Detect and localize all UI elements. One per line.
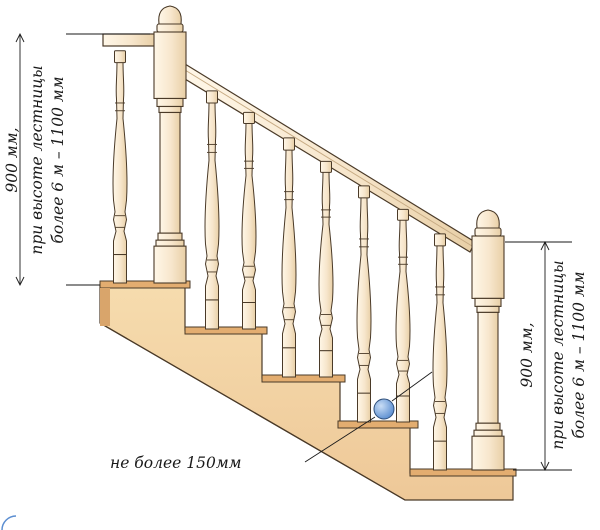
gap-leader-line-2 (391, 371, 433, 402)
stair-tread (184, 326, 268, 335)
right-label-line1: 900 мм, (518, 322, 536, 387)
arrow-down-icon (540, 461, 550, 472)
left-height-dimension: 900 мм, при высоте лестницы более 6 м – … (3, 32, 150, 287)
baluster (112, 50, 128, 284)
stair-tread (99, 280, 191, 289)
staircase (99, 280, 517, 501)
baluster (356, 185, 372, 423)
arrow-down-icon (15, 276, 25, 287)
right-label-line2: при высоте лестницы (549, 260, 567, 449)
baluster (241, 111, 257, 330)
newel-posts (153, 5, 505, 471)
baluster (432, 233, 448, 471)
stair-tread (409, 468, 517, 477)
gap-leader-line (304, 416, 376, 463)
handrail-highlight (184, 69, 473, 247)
balusters (112, 50, 448, 471)
stair-stringer-edge (99, 322, 406, 501)
gap-label: не более 150мм (110, 454, 242, 472)
arrow-up-icon (540, 240, 550, 251)
baluster (395, 208, 411, 423)
right-label-line3: более 6 м – 1100 мм (570, 271, 588, 438)
gap-test-ball (373, 398, 395, 420)
baluster (204, 90, 220, 330)
left-label-line3: более 6 м – 1100 мм (49, 76, 67, 243)
arrow-up-icon (15, 32, 25, 43)
corner-mark-icon (1, 515, 17, 530)
baluster (281, 137, 297, 378)
stair-tread (261, 374, 346, 383)
sloped-handrail (184, 62, 476, 253)
left-label-line2: при высоте лестницы (28, 65, 46, 254)
baluster (318, 160, 334, 378)
top-landing-rail (102, 33, 156, 47)
stair-tread (337, 420, 419, 429)
newel-post (153, 5, 187, 284)
right-height-dimension: 900 мм, при высоте лестницы более 6 м – … (505, 240, 588, 472)
newel-post (471, 209, 505, 471)
stair-left-face (100, 288, 110, 326)
left-label-line1: 900 мм, (3, 127, 21, 192)
